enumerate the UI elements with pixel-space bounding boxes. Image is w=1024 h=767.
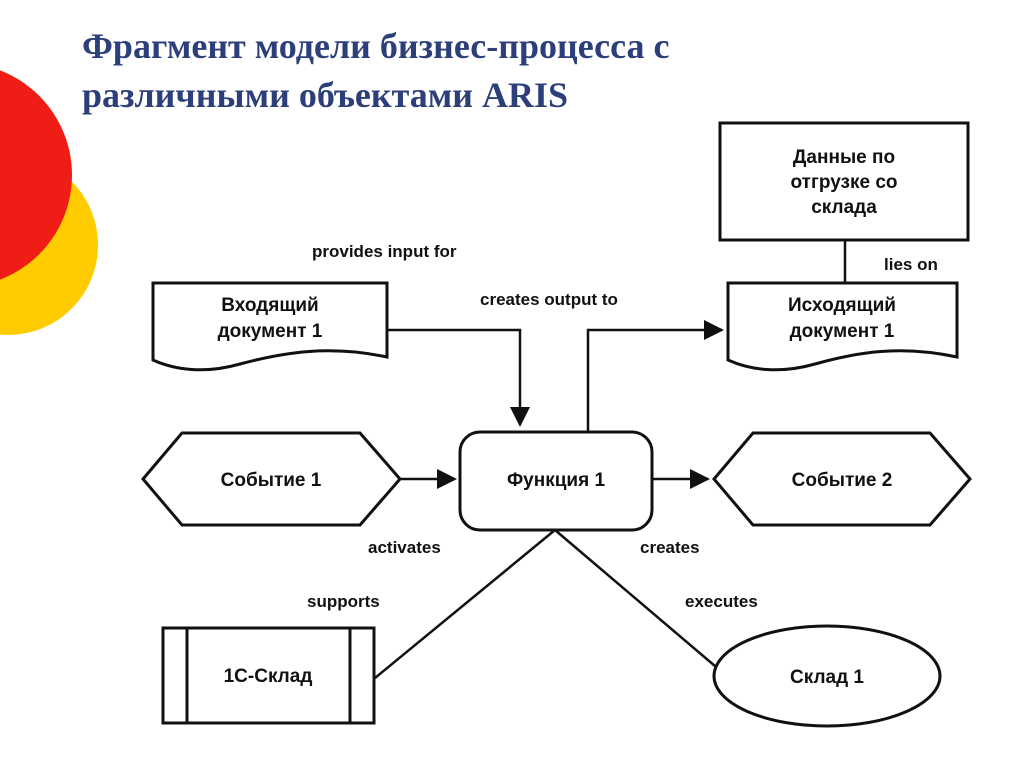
input-arrow [387,328,530,427]
supports-label: supports [307,592,380,611]
title-line-2: различными объектами ARIS [82,75,569,115]
system-shape [161,626,376,725]
org-unit-shape [712,624,942,728]
event-2-node: Событие 2 [712,431,972,527]
supports-line [374,529,556,679]
data-document-node: Данные по отгрузке со склада [718,121,970,242]
data-doc-line-3: склада [811,197,877,218]
event-1-shape [141,431,402,527]
red-circle [0,70,72,280]
event-2-label: Событие 2 [792,470,893,491]
output-document-node: Исходящий документ 1 [726,281,959,372]
executes-label: executes [685,592,758,611]
org-unit-node: Склад 1 [712,624,942,728]
output-doc-line-1: Исходящий [788,295,896,316]
connectors [374,240,847,679]
input-doc-line-2: документ 1 [218,321,323,342]
output-doc-line-2: документ 1 [790,321,895,342]
org-unit-label: Склад 1 [790,667,864,688]
event-2-shape [712,431,972,527]
provides-input-label: provides input for [312,242,457,261]
input-document-shape [151,281,389,372]
creates-label: creates [640,538,700,557]
executes-line [554,529,723,673]
system-label: 1С-Склад [224,666,313,687]
lies-on-label: lies on [884,255,938,274]
function-1-label: Функция 1 [507,470,605,491]
page-title: Фрагмент модели бизнес-процесса с различ… [82,22,842,120]
input-document-node: Входящий документ 1 [151,281,389,372]
event-1-label: Событие 1 [221,470,322,491]
input-doc-line-1: Входящий [221,295,318,316]
decorative-circles [0,70,98,335]
data-doc-line-2: отгрузке со [791,172,898,193]
activates-label: activates [368,538,441,557]
creates-output-label: creates output to [480,290,618,309]
output-arrow [586,320,724,432]
data-doc-line-1: Данные по [793,147,895,168]
function-1-node: Функция 1 [458,430,654,532]
system-node: 1С-Склад [161,626,376,725]
function-1-shape [458,430,654,532]
event-1-node: Событие 1 [141,431,402,527]
data-document-box [718,121,970,242]
output-document-shape [726,281,959,372]
title-line-1: Фрагмент модели бизнес-процесса с [82,26,670,66]
